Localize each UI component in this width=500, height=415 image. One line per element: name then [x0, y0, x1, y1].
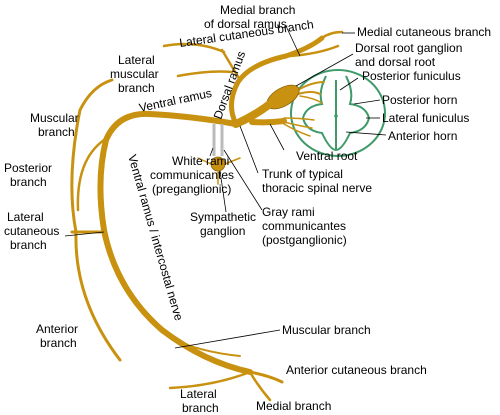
label-medial-branch-dorsal-1: Medial branch: [220, 3, 295, 17]
label-lateral-branch-bottom-2: branch: [182, 401, 219, 415]
label-lateral-cutaneous-left-3: branch: [10, 238, 47, 252]
label-white-rami-2: communicantes: [150, 168, 234, 182]
medial-branch-dorsal-ramus: [288, 44, 340, 58]
medial-branch-bottom-nerve: [248, 370, 272, 402]
dorsal-ramus: [229, 35, 325, 127]
label-lateral-muscular-1: Lateral: [118, 53, 155, 67]
label-sympathetic-1: Sympathetic: [190, 210, 256, 224]
leader-gray-rami: [223, 149, 263, 211]
leader-muscular-bottom: [174, 329, 281, 349]
label-posterior-horn: Posterior horn: [382, 93, 457, 107]
labels: Medial branch of dorsal ramus Medial cut…: [4, 3, 491, 415]
label-lateral-branch-bottom-1: Lateral: [180, 387, 217, 401]
label-lateral-cutaneous-left-2: cutaneous: [4, 224, 59, 238]
label-gray-rami-1: Gray rami: [262, 205, 315, 219]
label-posterior-branch-2: branch: [10, 175, 47, 189]
label-lateral-cutaneous-left-1: Lateral: [7, 210, 44, 224]
medial-cutaneous-branch-nerve: [320, 30, 344, 40]
dorsal-rootlet-3: [299, 95, 323, 104]
leader-sympathetic: [219, 170, 227, 213]
label-posterior-branch-1: Posterior: [4, 161, 52, 175]
leader-lines: [64, 25, 387, 349]
leader-trunk: [239, 125, 259, 174]
label-anterior-horn: Anterior horn: [388, 129, 457, 143]
label-medial-branch-dorsal-2: of dorsal ramus: [204, 17, 287, 31]
ventral-rootlet-3: [283, 123, 311, 137]
leader-posterior-funiculus: [339, 77, 359, 91]
label-muscular-branch-bottom: Muscular branch: [282, 323, 371, 337]
lateral-cutaneous-branch-top-nerve: [162, 42, 226, 54]
muscular-branch-left: [76, 138, 106, 212]
leader-white-rami: [209, 147, 214, 157]
central-canal: [334, 114, 338, 118]
label-posterior-funiculus: Posterior funiculus: [362, 69, 461, 83]
label-anterior-branch-2: branch: [40, 336, 77, 350]
label-lateral-funiculus: Lateral funiculus: [382, 111, 469, 125]
label-trunk-1: Trunk of typical: [262, 167, 343, 181]
label-ventral-root: Ventral root: [296, 149, 358, 163]
leader-posterior-horn: [353, 99, 381, 105]
label-gray-rami-2: communicantes: [262, 219, 346, 233]
ventral-ramus-intercostal-nerve: [97, 110, 253, 375]
label-gray-rami-3: (postganglionic): [262, 233, 347, 247]
leader-ventral-root: [269, 123, 285, 151]
label-anterior-branch-1: Anterior: [36, 322, 78, 336]
leader-medial-branch-dorsal: [285, 25, 301, 57]
lateral-muscular-branch-nerve: [176, 70, 234, 78]
label-medial-cutaneous-branch: Medial cutaneous branch: [357, 25, 491, 39]
label-white-rami-3: (preganglionic): [152, 182, 231, 196]
ventral-rootlet-2: [283, 121, 313, 129]
label-trunk-2: thoracic spinal nerve: [262, 181, 372, 195]
label-muscular-branch-left-1: Muscular: [30, 111, 79, 125]
ventral-rootlet-1: [283, 117, 315, 121]
posterior-branch-nerve: [70, 78, 114, 234]
lateral-branch-bottom-nerve: [168, 370, 252, 390]
label-lateral-muscular-2: muscular: [110, 67, 159, 81]
leader-lateral-cutaneous-left: [64, 231, 105, 237]
label-lateral-muscular-3: branch: [118, 81, 155, 95]
ventral-root: [249, 118, 287, 126]
label-anterior-cutaneous-branch: Anterior cutaneous branch: [286, 363, 427, 377]
leader-drg: [295, 53, 354, 87]
leader-anterior-horn: [345, 131, 387, 136]
nerve-branches: [70, 30, 344, 402]
dorsal-rootlet-1: [297, 81, 325, 91]
spinal-nerve-trunk: [232, 100, 274, 128]
label-white-rami-1: White rami: [172, 154, 229, 168]
label-drg-1: Dorsal root ganglion: [355, 41, 462, 55]
dorsal-rootlet-2: [297, 91, 321, 95]
label-medial-branch-bottom: Medial branch: [256, 399, 331, 413]
label-sympathetic-2: ganglion: [200, 224, 245, 238]
label-muscular-branch-left-2: branch: [38, 125, 75, 139]
muscular-branch-bottom-nerve: [169, 337, 241, 357]
anterior-cutaneous-branch-nerve: [248, 370, 284, 384]
sympathetic-chain: [197, 157, 241, 185]
anterior-branch-nerve: [74, 230, 122, 362]
label-drg-2: and dorsal root: [355, 55, 436, 69]
